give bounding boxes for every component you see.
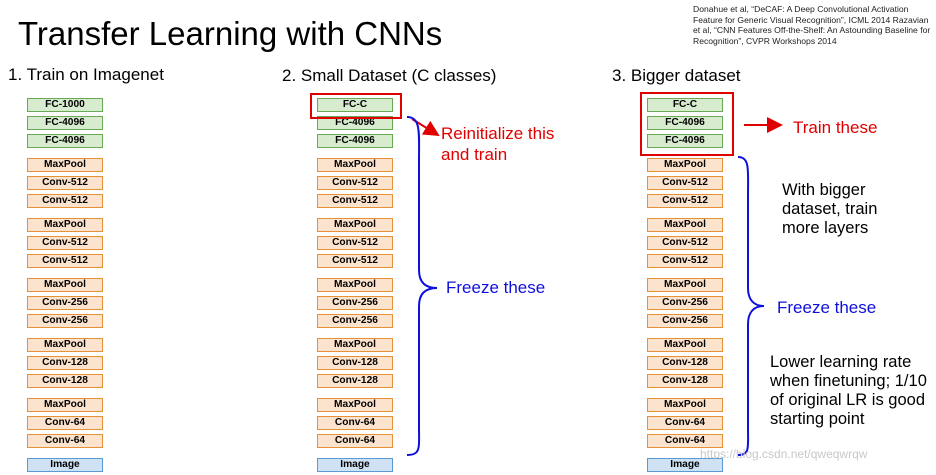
layer-pool: MaxPool: [647, 398, 723, 412]
layer-fc: FC-C: [317, 98, 393, 112]
layer-pool: MaxPool: [27, 158, 103, 172]
layer-pool: MaxPool: [317, 158, 393, 172]
layer-conv: Conv-128: [647, 356, 723, 370]
train-these-label: Train these: [793, 118, 878, 137]
layer-conv: Conv-256: [27, 296, 103, 310]
layer-conv: Conv-512: [317, 176, 393, 190]
layer-conv: Conv-64: [647, 416, 723, 430]
layer-conv: Conv-512: [317, 194, 393, 208]
layer-conv: Conv-64: [647, 434, 723, 448]
layer-conv: Conv-512: [27, 254, 103, 268]
layer-conv: Conv-256: [317, 296, 393, 310]
layer-pool: MaxPool: [27, 398, 103, 412]
input-image-layer: Image: [27, 458, 103, 472]
layer-fc: FC-1000: [27, 98, 103, 112]
freeze-brace-small-dataset: [406, 116, 438, 456]
layer-fc: FC-4096: [647, 116, 723, 130]
reinitialize-highlight-box: [310, 93, 402, 119]
layer-conv: Conv-512: [647, 254, 723, 268]
layer-conv: Conv-128: [27, 374, 103, 388]
layer-conv: Conv-512: [317, 236, 393, 250]
layer-conv: Conv-128: [647, 374, 723, 388]
layer-fc: FC-4096: [317, 116, 393, 130]
column-label-imagenet: 1. Train on Imagenet: [8, 65, 164, 84]
bigger-dataset-note: With bigger dataset, train more layers: [782, 181, 878, 237]
layer-conv: Conv-512: [647, 176, 723, 190]
layer-conv: Conv-256: [27, 314, 103, 328]
watermark: https://blog.csdn.net/qweqwrqw: [700, 447, 868, 461]
layer-conv: Conv-64: [27, 416, 103, 430]
layer-pool: MaxPool: [317, 218, 393, 232]
train-these-highlight-box: [640, 92, 734, 156]
layer-pool: MaxPool: [647, 338, 723, 352]
freeze-label-bigger-dataset: Freeze these: [777, 298, 877, 317]
layer-fc: FC-4096: [27, 116, 103, 130]
layer-conv: Conv-64: [27, 434, 103, 448]
layer-conv: Conv-128: [317, 356, 393, 370]
learning-rate-note: Lower learning rate when finetuning; 1/1…: [770, 353, 927, 428]
input-image-layer: Image: [317, 458, 393, 472]
layer-conv: Conv-64: [317, 434, 393, 448]
layer-pool: MaxPool: [317, 338, 393, 352]
layer-conv: Conv-128: [27, 356, 103, 370]
layer-conv: Conv-256: [647, 296, 723, 310]
layer-conv: Conv-512: [27, 176, 103, 190]
layer-pool: MaxPool: [27, 218, 103, 232]
column-label-small-dataset: 2. Small Dataset (C classes): [282, 66, 497, 85]
layer-conv: Conv-512: [317, 254, 393, 268]
reinitialize-label: Reinitialize this and train: [441, 124, 555, 164]
layer-conv: Conv-256: [647, 314, 723, 328]
layer-conv: Conv-512: [27, 236, 103, 250]
layer-conv: Conv-512: [647, 236, 723, 250]
layer-conv: Conv-512: [647, 194, 723, 208]
layer-pool: MaxPool: [647, 278, 723, 292]
layer-conv: Conv-256: [317, 314, 393, 328]
layer-pool: MaxPool: [647, 218, 723, 232]
layer-fc: FC-4096: [27, 134, 103, 148]
citation-text: Donahue et al, “DeCAF: A Deep Convolutio…: [693, 4, 931, 46]
slide-title: Transfer Learning with CNNs: [18, 15, 443, 52]
layer-conv: Conv-128: [317, 374, 393, 388]
input-image-layer: Image: [647, 458, 723, 472]
layer-conv: Conv-512: [27, 194, 103, 208]
layer-conv: Conv-64: [317, 416, 393, 430]
layer-pool: MaxPool: [317, 278, 393, 292]
layer-pool: MaxPool: [647, 158, 723, 172]
freeze-brace-bigger-dataset: [737, 156, 765, 456]
layer-fc: FC-C: [647, 98, 723, 112]
layer-pool: MaxPool: [27, 278, 103, 292]
freeze-label-small-dataset: Freeze these: [446, 278, 546, 297]
column-label-bigger-dataset: 3. Bigger dataset: [612, 66, 741, 85]
layer-fc: FC-4096: [317, 134, 393, 148]
layer-pool: MaxPool: [27, 338, 103, 352]
layer-pool: MaxPool: [317, 398, 393, 412]
layer-fc: FC-4096: [647, 134, 723, 148]
